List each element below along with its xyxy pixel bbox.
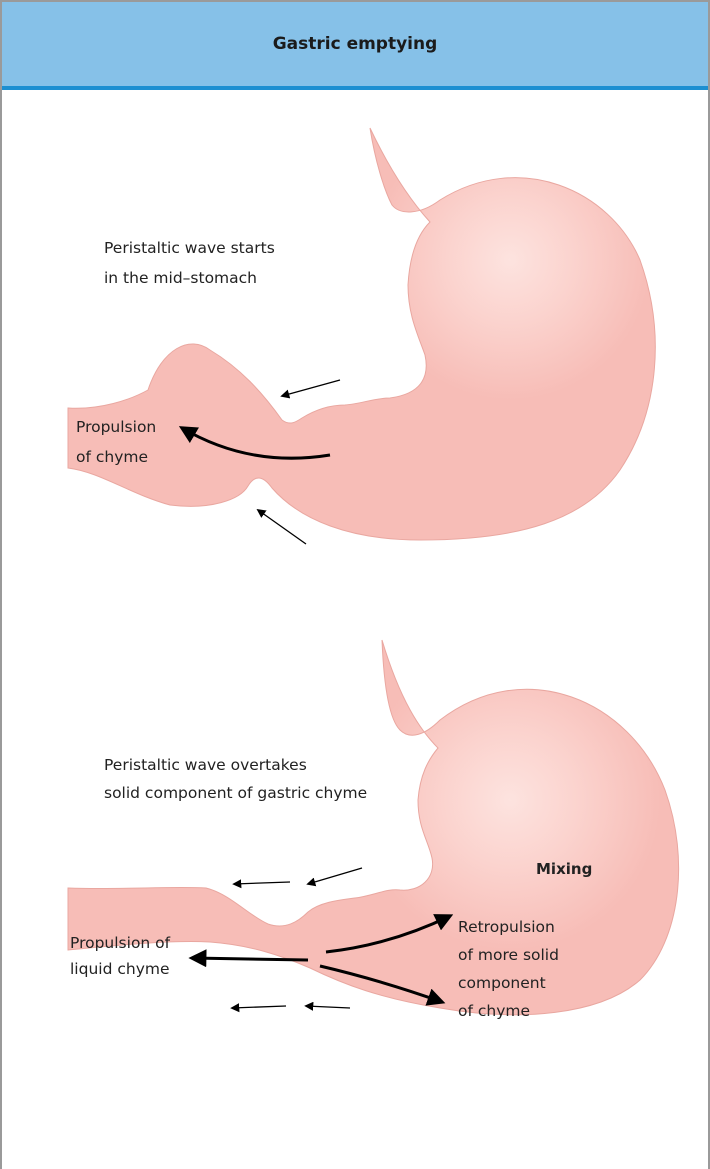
propulsion-arrow-2 xyxy=(192,958,308,960)
panel2-propulsion-line2: liquid chyme xyxy=(70,960,170,978)
panel1-caption-line1: Peristaltic wave starts xyxy=(104,239,275,257)
panel2-caption-line1: Peristaltic wave overtakes xyxy=(104,756,307,774)
wave-arrow-lower-right xyxy=(306,1006,350,1008)
wave-arrow-upper-left xyxy=(234,882,290,884)
retropulsion-line2: of more solid xyxy=(458,946,559,964)
wave-arrow-lower-left xyxy=(232,1006,286,1008)
retropulsion-line1: Retropulsion xyxy=(458,918,555,936)
wave-arrow-lower-1 xyxy=(258,510,306,544)
panel1-propulsion-line1: Propulsion xyxy=(76,418,156,436)
stomach-shape-1 xyxy=(68,128,655,540)
mixing-label: Mixing xyxy=(536,860,592,878)
wave-arrow-upper-right xyxy=(308,868,362,884)
retropulsion-line4: of chyme xyxy=(458,1002,530,1020)
wave-arrow-upper-1 xyxy=(282,380,340,396)
retropulsion-line3: component xyxy=(458,974,546,992)
panel2-propulsion-line1: Propulsion of xyxy=(70,934,171,952)
panel1-propulsion-line2: of chyme xyxy=(76,448,148,466)
panel2-caption-line2: solid component of gastric chyme xyxy=(104,784,367,802)
stomach-shape-2 xyxy=(68,640,679,1015)
stomach-panel-1: Peristaltic wave starts in the mid–stoma… xyxy=(68,128,655,544)
stomach-panel-2: Peristaltic wave overtakes solid compone… xyxy=(68,640,679,1020)
panel1-caption-line2: in the mid–stomach xyxy=(104,269,257,287)
